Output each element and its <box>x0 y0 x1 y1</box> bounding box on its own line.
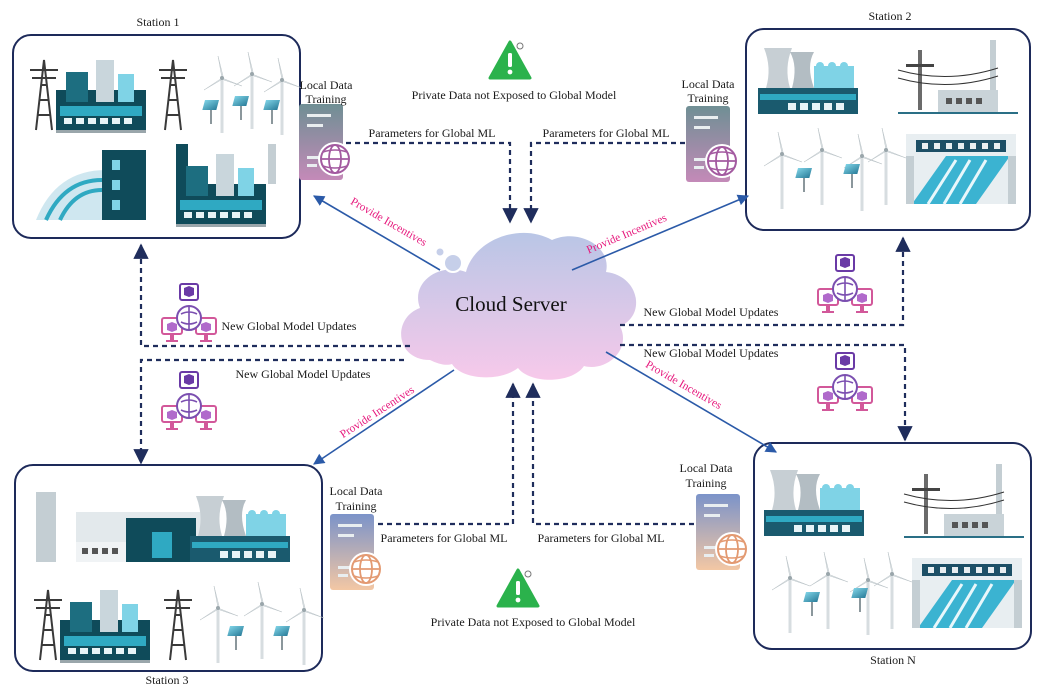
params-arrow-2 <box>523 141 685 224</box>
warning-icon <box>488 40 532 80</box>
incentive-label-n: Provide Incentives <box>643 359 724 413</box>
svg-text:Local Data: Local Data <box>300 78 354 92</box>
server-icon <box>298 103 353 181</box>
svg-text:Training: Training <box>336 499 377 513</box>
params-arrow-1 <box>346 141 518 224</box>
svg-text:Training: Training <box>686 476 727 490</box>
updates-arrow-n <box>620 343 913 442</box>
params-arrow-3 <box>378 382 521 526</box>
station-1-title: Station 1 <box>136 15 179 29</box>
incentive-arrow-2 <box>571 194 750 271</box>
updates-label-1: New Global Model Updates <box>222 319 357 333</box>
svg-text:Training: Training <box>688 91 729 105</box>
updates-label-3: New Global Model Updates <box>236 367 371 381</box>
cloud-server <box>401 232 637 380</box>
params-label-1: Parameters for Global ML <box>369 126 496 140</box>
svg-text:Local Data: Local Data <box>682 77 736 91</box>
local-training-label-1: Local Data Training <box>300 78 354 106</box>
cloud-server-label: Cloud Server <box>455 292 566 316</box>
station-2-title: Station 2 <box>868 9 911 23</box>
updates-arrow-3 <box>133 358 404 465</box>
station-3-title: Station 3 <box>145 673 188 687</box>
incentive-arrow-n <box>605 351 777 453</box>
incentive-arrow-3 <box>313 369 455 465</box>
station-3 <box>14 464 325 672</box>
params-arrow-n <box>525 382 694 526</box>
model-update-icon <box>161 371 217 431</box>
svg-text:Local Data: Local Data <box>330 484 384 498</box>
station-2 <box>745 28 1031 231</box>
params-label-3: Parameters for Global ML <box>381 531 508 545</box>
private-data-label-top: Private Data not Exposed to Global Model <box>412 88 617 102</box>
station-1 <box>12 34 303 239</box>
station-n <box>753 442 1032 650</box>
server-icon <box>329 513 384 591</box>
local-training-label-3: Local Data Training <box>330 484 384 513</box>
incentive-label-3: Provide Incentives <box>338 384 417 441</box>
params-label-n: Parameters for Global ML <box>538 531 665 545</box>
model-update-icon <box>817 254 873 314</box>
local-training-label-2: Local Data Training <box>682 77 736 105</box>
svg-text:Training: Training <box>306 92 347 106</box>
station-n-title: Station N <box>870 653 916 667</box>
updates-arrow-1 <box>133 243 410 348</box>
updates-label-2: New Global Model Updates <box>644 305 779 319</box>
warning-icon <box>496 568 540 608</box>
server-icon <box>695 493 750 571</box>
model-update-icon <box>161 283 217 343</box>
model-update-icon <box>817 352 873 412</box>
incentive-arrow-1 <box>313 195 441 271</box>
local-training-label-n: Local Data Training <box>680 461 734 490</box>
params-label-2: Parameters for Global ML <box>543 126 670 140</box>
server-icon <box>685 105 740 183</box>
updates-arrow-2 <box>620 236 911 327</box>
svg-text:Local Data: Local Data <box>680 461 734 475</box>
updates-label-n: New Global Model Updates <box>644 346 779 360</box>
private-data-label-bottom: Private Data not Exposed to Global Model <box>431 615 636 629</box>
